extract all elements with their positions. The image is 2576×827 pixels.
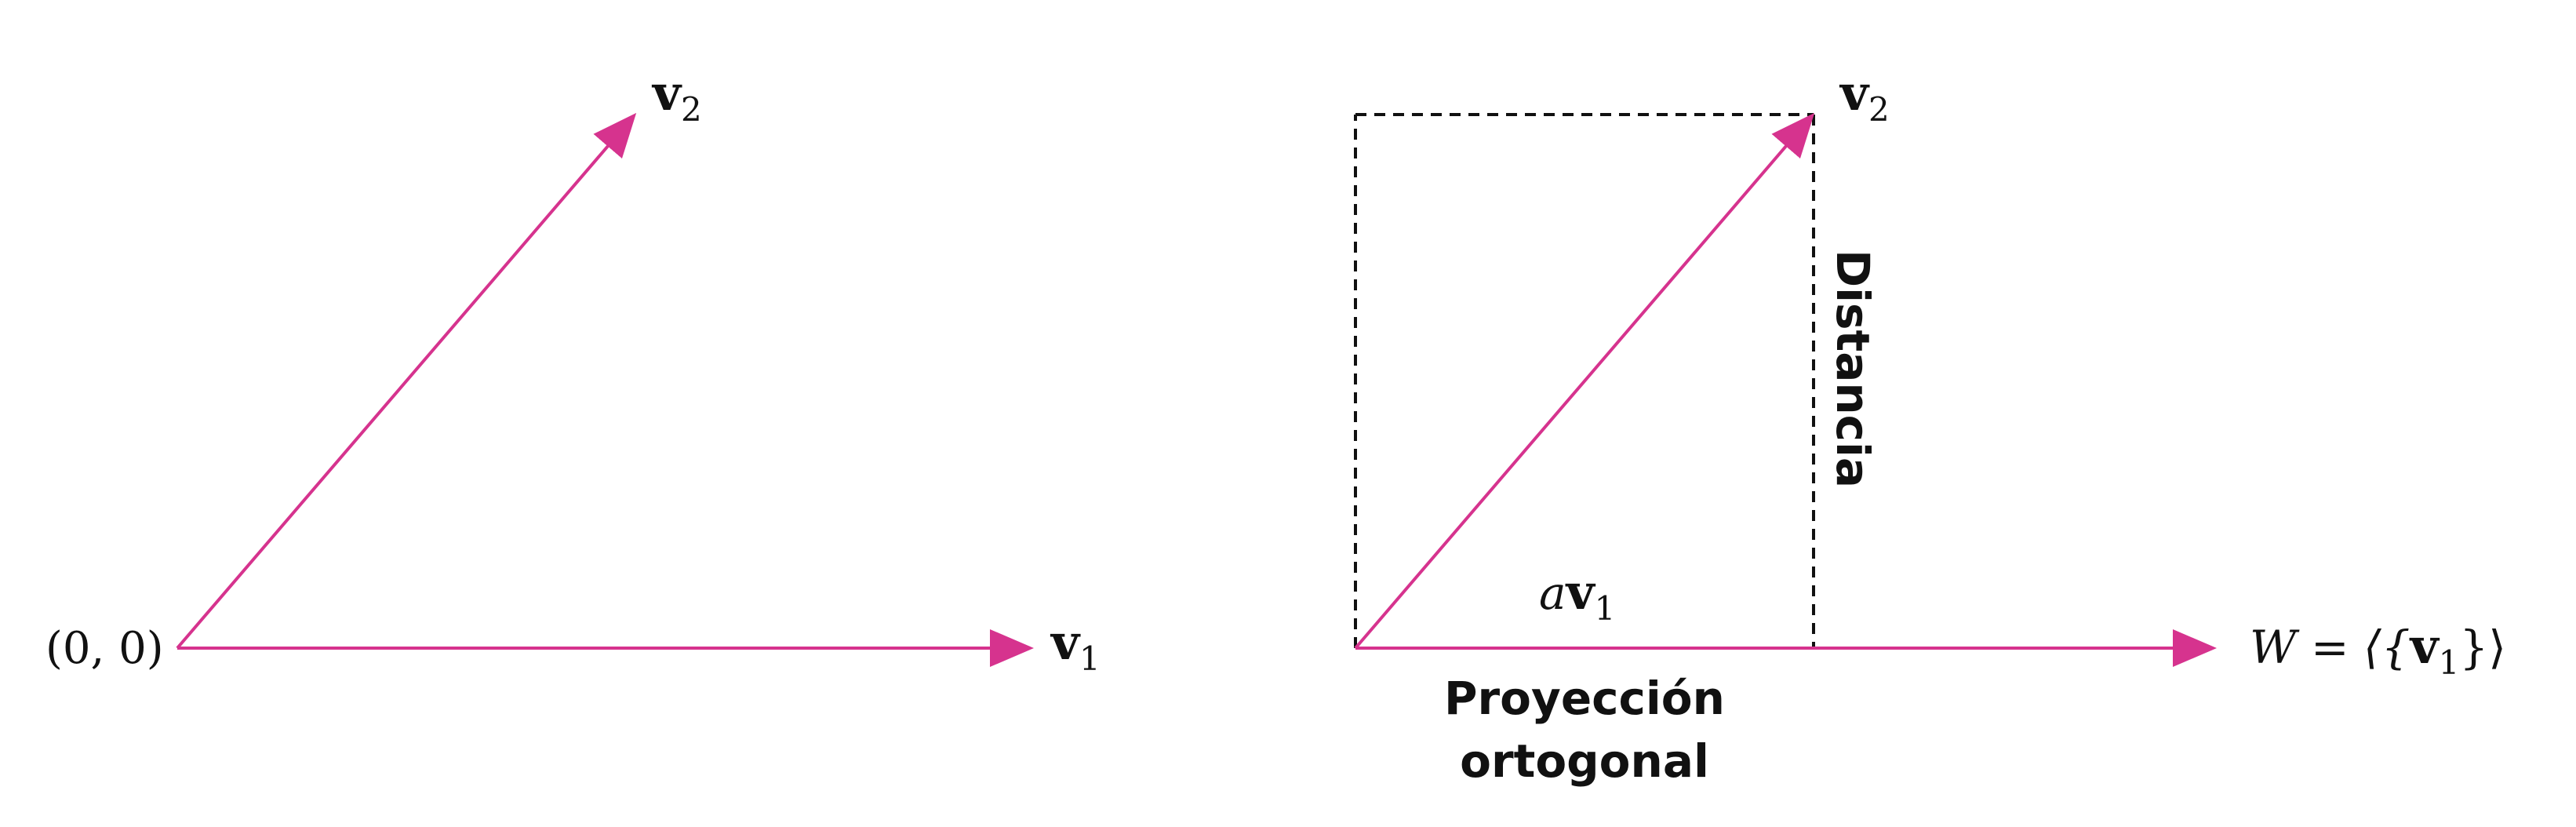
right-v2-label: v2	[1839, 64, 1890, 129]
left-v2-vector	[176, 112, 637, 650]
left-diagram: (0, 0) v1 v2	[45, 64, 1101, 678]
projection-label-line2: ortogonal	[1460, 734, 1709, 788]
av1-label: av1	[1539, 563, 1615, 628]
subspace-w-label: W = ⟨{v1}⟩	[2250, 618, 2506, 682]
left-v2-label: v2	[651, 64, 702, 129]
distance-label: Distancia	[1826, 250, 1879, 488]
right-v2-vector	[1354, 112, 1815, 650]
projection-label-line1: Proyección	[1444, 672, 1725, 725]
left-v1-label: v1	[1050, 614, 1101, 678]
origin-label: (0, 0)	[45, 623, 164, 674]
right-diagram: v2 Distancia av1 Proyección ortogonal W …	[1354, 64, 2506, 788]
